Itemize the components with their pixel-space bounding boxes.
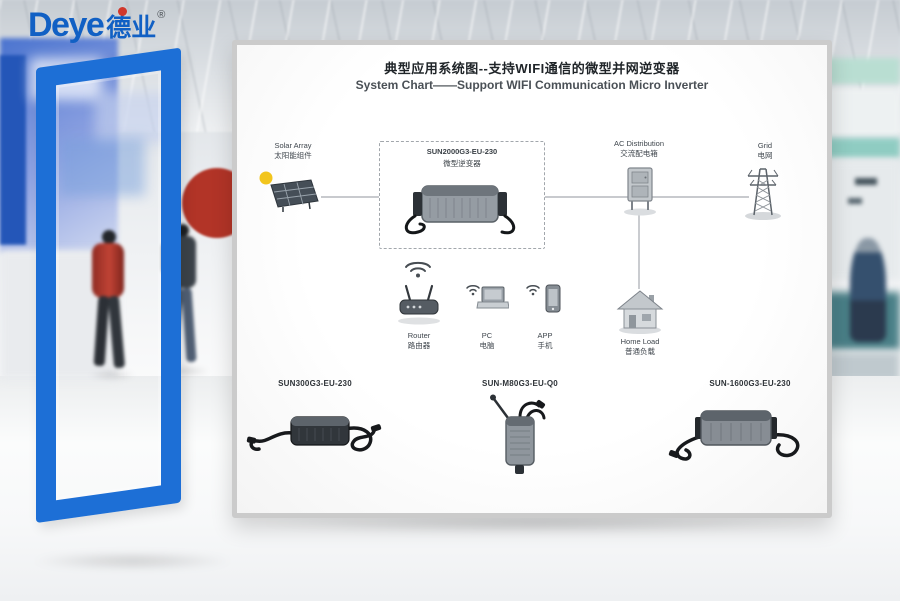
inverter-model-label: SUN2000G3-EU-230 [426,147,498,156]
visitor-head [102,230,116,244]
bg-left-highlight [30,58,102,100]
wifi-icon [403,257,433,284]
system-diagram: 典型应用系统图--支持WIFI通信的微型并网逆变器 System Chart——… [237,45,827,513]
ac-distribution-icon [619,165,661,222]
home-load-label-cn: 普通负载 [625,347,655,357]
app-label-cn: 手机 [537,341,553,351]
ac-distribution-label: AC Distribution 交流配电箱 [599,139,679,159]
home-load-label: Home Load 普通负载 [603,337,677,357]
router-label-en: Router [407,331,431,340]
product-inverter-vertical-icon [475,391,565,488]
bg-right-band [826,88,900,136]
grid-label-en: Grid [757,141,773,150]
ac-distribution-label-cn: 交流配电箱 [620,149,658,159]
app-label-en: APP [537,331,553,340]
visitor-head [176,224,189,237]
visitor-right [850,238,886,342]
micro-inverter-icon [396,174,524,247]
ac-distribution-label-en: AC Distribution [613,139,665,148]
product-model-label: SUN-M80G3-EU-Q0 [482,379,558,388]
visitor-backpack [162,242,173,274]
grid-label-cn: 电网 [757,151,773,161]
router-icon [393,283,445,332]
solar-panel-icon [257,169,319,220]
pc-label-cn: 电脑 [479,341,495,351]
blue-door-frame [36,47,181,523]
grid-tower-icon [741,159,785,226]
product-inverter-large-icon [661,395,811,475]
visitor-black-backpack [162,224,208,376]
logo-cn-characters: 德业 [106,14,157,42]
home-load-label-en: Home Load [620,337,660,346]
solar-array-label-cn: 太阳能组件 [274,151,312,161]
person-shadow [88,370,136,380]
bg-mid-signage [60,138,145,196]
bg-right-band [826,58,900,84]
logo-red-dot [118,7,127,16]
bg-mid-blob [95,92,175,144]
inverter-cn-label: 微型逆变器 [443,159,481,168]
registered-mark: ® [157,9,166,21]
grid-label: Grid 电网 [733,141,797,161]
logo-wordmark: Deye [28,6,105,44]
pc-label-en: PC [481,331,493,340]
product-model-label: SUN-1600G3-EU-230 [709,379,791,388]
bg-left-sign [0,55,26,245]
micro-inverter-group: SUN2000G3-EU-230 微型逆变器 [379,141,545,249]
board-title-cn: 典型应用系统图--支持WIFI通信的微型并网逆变器 [384,61,680,76]
visitor-red-backpack [86,230,134,380]
app-label: APP 手机 [523,331,567,351]
product-model-label: SUN300G3-EU-230 [278,379,352,388]
router-label: Router 路由器 [391,331,447,351]
product-inverter-small-icon [243,397,393,472]
bg-right-detail [855,178,877,185]
pc-laptop-icon [465,281,510,322]
board-title-en: System Chart——Support WIFI Communication… [355,78,709,92]
phone-icon [525,281,565,322]
visitor-leg [181,287,197,363]
home-load-icon [615,287,665,340]
person-shadow [164,366,210,376]
router-label-cn: 路由器 [407,341,431,351]
pc-label: PC 电脑 [463,331,511,351]
bg-right-detail [848,198,862,204]
bg-right-band [826,138,900,158]
frame-floor-shadow [30,552,235,570]
solar-array-label: Solar Array 太阳能组件 [251,141,335,161]
display-board: 典型应用系统图--支持WIFI通信的微型并网逆变器 System Chart——… [232,40,832,518]
solar-array-label-en: Solar Array [274,141,312,150]
visitor-torso [92,243,124,298]
